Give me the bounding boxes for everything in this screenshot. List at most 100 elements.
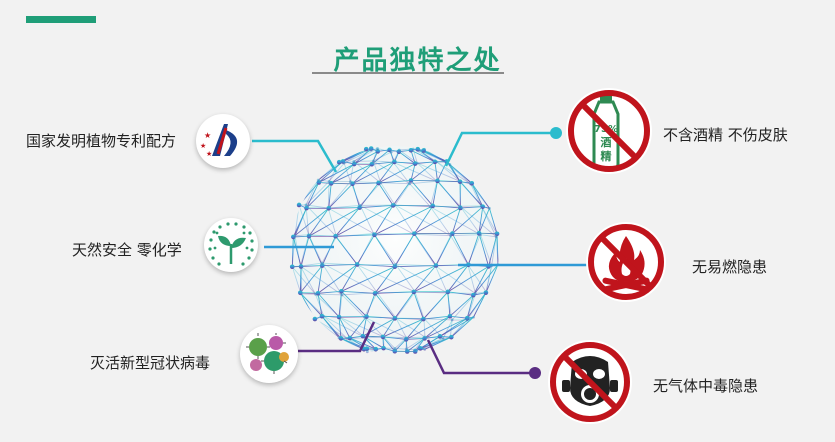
mesh-node <box>312 316 318 322</box>
mesh-edge <box>488 208 498 234</box>
mesh-edge <box>300 293 325 317</box>
mesh-edge <box>357 264 416 293</box>
mesh-edge <box>414 291 425 319</box>
mesh-edge <box>470 183 482 207</box>
mesh-edge <box>417 162 462 183</box>
mesh-node <box>382 335 385 339</box>
mesh-edge <box>470 183 490 209</box>
mesh-edge <box>406 336 425 339</box>
mesh-node <box>397 148 401 152</box>
mesh-edge <box>466 291 487 321</box>
mesh-node <box>474 292 477 295</box>
mesh-node <box>339 288 344 294</box>
mesh-node <box>379 181 383 185</box>
mesh-node <box>391 160 395 164</box>
mesh-edge <box>318 179 330 182</box>
mesh-edge <box>413 265 437 293</box>
mesh-node <box>336 159 342 165</box>
mesh-node <box>345 336 349 340</box>
mesh-edge <box>364 316 396 319</box>
mesh-node <box>413 348 417 352</box>
mesh-node <box>448 163 452 166</box>
mesh-node <box>356 263 359 267</box>
mesh-edge <box>442 319 453 339</box>
mesh-edge <box>352 182 379 185</box>
mesh-node <box>371 159 375 163</box>
mesh-node <box>392 348 398 354</box>
mesh-node <box>441 337 445 340</box>
mesh-edge <box>328 183 353 209</box>
mesh-edge <box>395 264 416 293</box>
mesh-edge <box>478 206 484 234</box>
mesh-edge <box>395 291 416 319</box>
page-title: 产品独特之处 <box>333 46 502 76</box>
mesh-edge <box>478 208 490 234</box>
mesh-edge <box>395 263 436 267</box>
mesh-node <box>327 179 331 183</box>
mesh-edge <box>429 206 451 236</box>
mesh-edge <box>451 293 476 321</box>
mesh-edge <box>323 315 348 339</box>
mesh-edge <box>294 234 309 237</box>
mesh-node <box>304 205 309 211</box>
feature-label-fire: 无易燃隐患 <box>692 258 768 276</box>
mesh-edge <box>308 234 323 264</box>
mesh-edge <box>451 233 469 266</box>
mesh-node <box>393 347 397 350</box>
mesh-node <box>376 147 379 150</box>
mesh-edge <box>328 161 340 182</box>
svg-text:★: ★ <box>204 131 211 140</box>
mesh-node <box>411 147 415 151</box>
mesh-edge <box>394 204 431 208</box>
mesh-edge <box>378 182 394 206</box>
mesh-edge <box>410 180 434 207</box>
mesh-edge <box>460 181 482 207</box>
mesh-node <box>494 231 500 237</box>
mesh-edge <box>350 181 381 184</box>
svg-text:★: ★ <box>206 150 212 158</box>
mesh-edge <box>352 163 373 185</box>
mesh-edge <box>353 150 378 165</box>
mesh-edge <box>466 295 474 319</box>
mesh-edge <box>341 266 396 292</box>
mesh-edge <box>321 262 358 266</box>
mesh-edge <box>382 318 396 338</box>
mesh-node <box>351 161 357 167</box>
mesh-edge <box>435 265 476 294</box>
mesh-edge <box>485 264 499 293</box>
mesh-edge <box>383 336 407 339</box>
mesh-edge <box>321 262 378 294</box>
mesh-node <box>337 336 341 340</box>
mesh-edge <box>323 315 366 339</box>
mesh-edge <box>409 183 431 208</box>
mesh-edge <box>300 262 323 267</box>
mesh-node <box>289 264 295 270</box>
mesh-node <box>422 317 426 321</box>
mesh-edge <box>410 161 436 181</box>
mesh-node <box>362 315 366 319</box>
mesh-edge <box>341 290 367 317</box>
mesh-edge <box>344 160 354 164</box>
mesh-edge <box>321 236 337 264</box>
mesh-edge <box>343 148 368 164</box>
mesh-edge <box>364 316 407 339</box>
mesh-edge <box>452 206 484 234</box>
mesh-edge <box>436 161 462 183</box>
feature-label-gas: 无气体中毒隐患 <box>653 377 759 395</box>
mesh-node <box>369 161 375 167</box>
mesh-node <box>326 206 330 210</box>
mesh-edge <box>436 181 461 207</box>
mesh-node <box>449 234 453 238</box>
mesh-node <box>417 149 421 152</box>
feature-label-patent: 国家发明植物专利配方 <box>26 132 177 150</box>
mesh-edge <box>374 205 433 236</box>
no-fire-icon <box>586 222 666 302</box>
mesh-edge <box>346 337 376 351</box>
connector-line-patent <box>252 139 338 173</box>
mesh-edge <box>485 265 493 293</box>
connector-line-alcohol <box>444 131 556 167</box>
mesh-edge <box>405 336 426 350</box>
sphere-body <box>291 146 499 354</box>
mesh-node <box>484 290 488 294</box>
